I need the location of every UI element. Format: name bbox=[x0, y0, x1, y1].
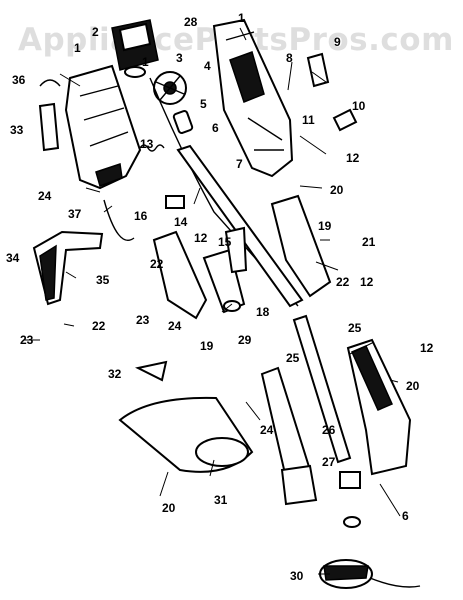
tube-7 bbox=[176, 144, 304, 308]
callout-3: 3 bbox=[176, 51, 183, 65]
callout-33: 33 bbox=[10, 123, 24, 137]
callout-23: 23 bbox=[20, 333, 34, 347]
callout-25: 25 bbox=[348, 321, 362, 335]
callout-20: 20 bbox=[162, 501, 176, 515]
motor-part bbox=[111, 19, 159, 78]
callout-27: 27 bbox=[322, 455, 336, 469]
callout-5: 5 bbox=[200, 97, 207, 111]
callout-6: 6 bbox=[402, 509, 409, 523]
callout-14: 14 bbox=[174, 215, 188, 229]
callout-19: 19 bbox=[200, 339, 214, 353]
callout-11: 11 bbox=[302, 113, 315, 127]
switch-5 bbox=[172, 110, 194, 134]
cord-37 bbox=[103, 199, 135, 241]
nut-6 bbox=[343, 516, 361, 528]
clip-36 bbox=[39, 79, 61, 87]
label-plate-9 bbox=[306, 52, 330, 88]
callout-24: 24 bbox=[260, 423, 274, 437]
callout-29: 29 bbox=[238, 333, 252, 347]
callout-4: 4 bbox=[204, 59, 211, 73]
callout-36: 36 bbox=[12, 73, 26, 87]
callout-15: 15 bbox=[218, 235, 232, 249]
fan-part bbox=[153, 71, 187, 105]
callout-12: 12 bbox=[360, 275, 374, 289]
callout-12: 12 bbox=[194, 231, 208, 245]
callout-1: 1 bbox=[74, 41, 81, 55]
callout-26: 26 bbox=[322, 423, 336, 437]
washer-29 bbox=[223, 300, 241, 312]
decal-33 bbox=[38, 102, 60, 152]
head-housing-left bbox=[280, 464, 318, 506]
spool-30 bbox=[319, 559, 421, 589]
callout-2: 2 bbox=[92, 25, 99, 39]
callout-7: 7 bbox=[236, 157, 243, 171]
callout-10: 10 bbox=[352, 99, 366, 113]
callout-32: 32 bbox=[108, 367, 122, 381]
callout-1: 1 bbox=[238, 11, 245, 25]
hub-27 bbox=[339, 471, 361, 489]
callout-18: 18 bbox=[256, 305, 270, 319]
callout-34: 34 bbox=[6, 251, 20, 265]
bracket-19-left bbox=[152, 230, 208, 320]
assist-handle-34 bbox=[32, 230, 104, 306]
callout-8: 8 bbox=[286, 51, 293, 65]
callout-35: 35 bbox=[96, 273, 110, 287]
callout-23: 23 bbox=[136, 313, 150, 327]
callout-16: 16 bbox=[134, 209, 148, 223]
callout-22: 22 bbox=[336, 275, 350, 289]
latch-15 bbox=[224, 226, 248, 274]
leader-lines bbox=[24, 27, 401, 575]
callout-13: 13 bbox=[140, 137, 154, 151]
callout-12: 12 bbox=[346, 151, 360, 165]
callout-24: 24 bbox=[168, 319, 182, 333]
callout-6: 6 bbox=[212, 121, 219, 135]
plate-16 bbox=[165, 195, 185, 209]
callout-9: 9 bbox=[334, 35, 341, 49]
callout-28: 28 bbox=[184, 15, 198, 29]
guard-31 bbox=[118, 396, 254, 473]
callout-22: 22 bbox=[92, 319, 106, 333]
tube-26 bbox=[292, 314, 352, 464]
callout-12: 12 bbox=[420, 341, 434, 355]
callout-30: 30 bbox=[290, 569, 304, 583]
callout-24: 24 bbox=[38, 189, 52, 203]
callout-20: 20 bbox=[330, 183, 344, 197]
bracket-19-right bbox=[270, 194, 332, 298]
shroud-20-right bbox=[346, 338, 412, 476]
callout-1: 1 bbox=[142, 55, 149, 69]
left-housing bbox=[64, 64, 142, 190]
callout-31: 31 bbox=[214, 493, 228, 507]
callout-20: 20 bbox=[406, 379, 420, 393]
callout-19: 19 bbox=[318, 219, 332, 233]
callout-37: 37 bbox=[68, 207, 82, 221]
callout-21: 21 bbox=[362, 235, 376, 249]
callout-25: 25 bbox=[286, 351, 300, 365]
callout-22: 22 bbox=[150, 257, 164, 271]
right-housing bbox=[212, 18, 294, 178]
spring-13 bbox=[139, 144, 165, 152]
tab-10 bbox=[332, 108, 358, 132]
wedge-32 bbox=[135, 360, 168, 382]
